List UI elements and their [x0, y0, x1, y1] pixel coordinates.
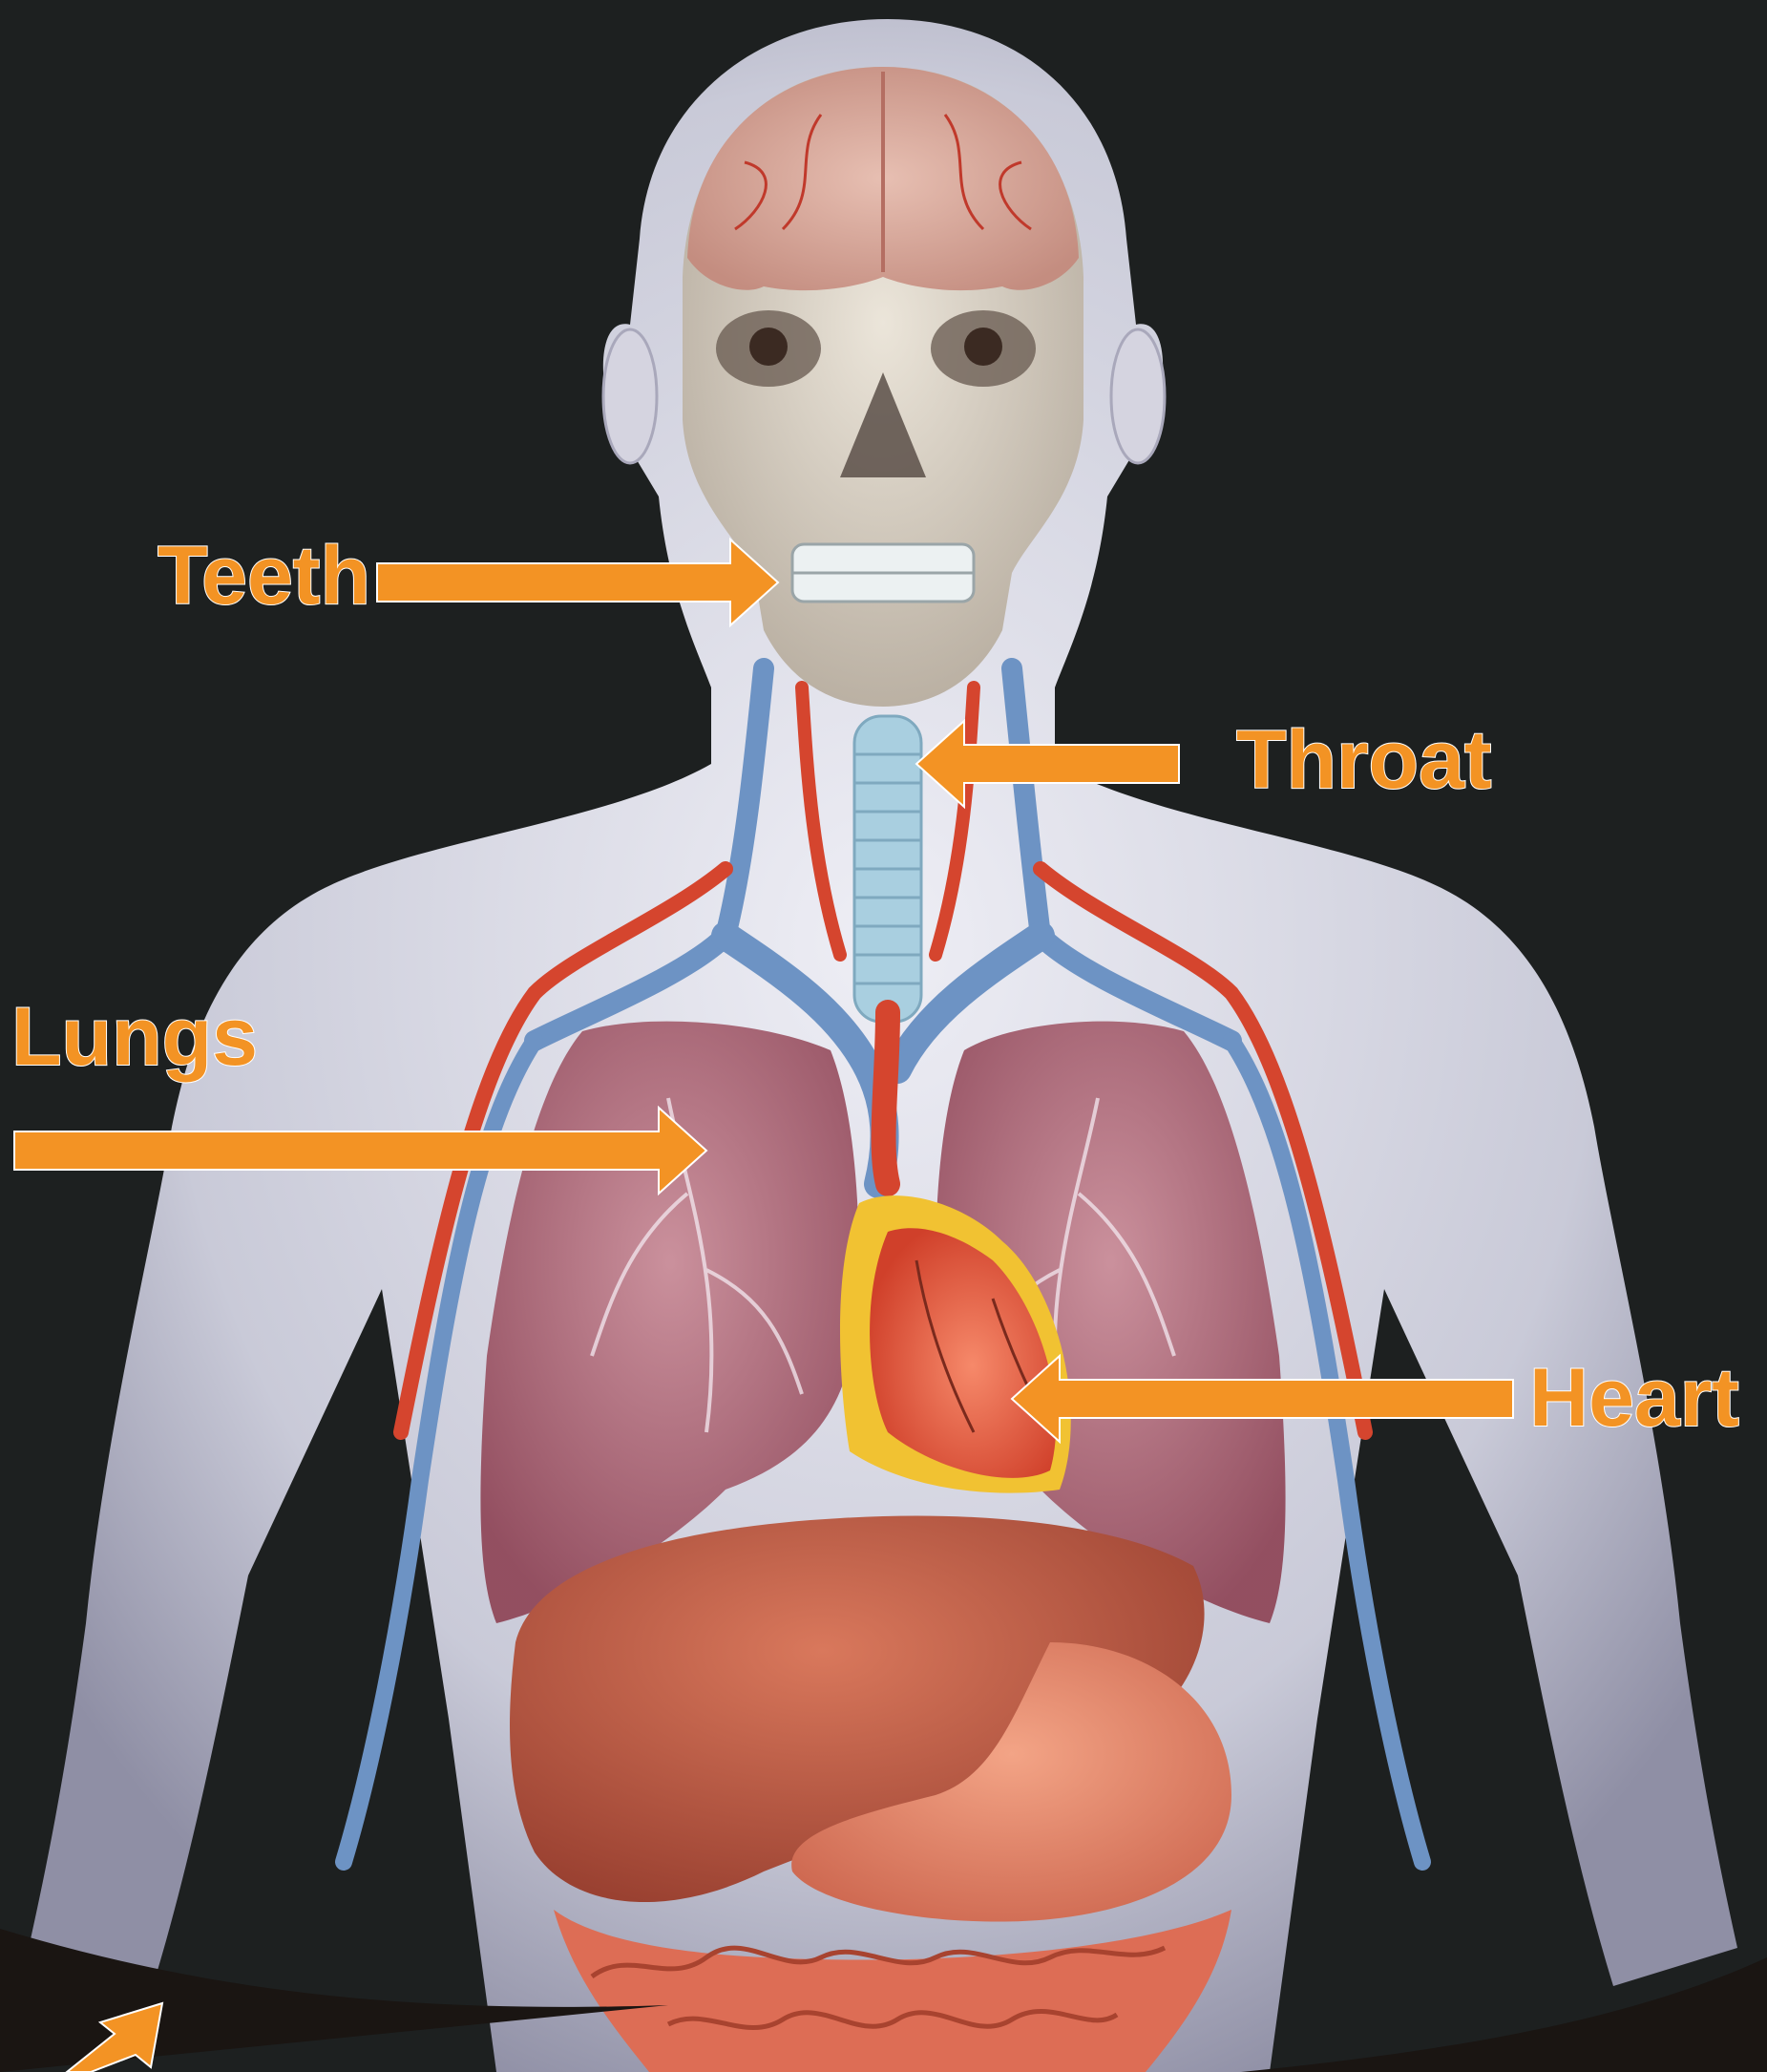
heart-label: Heart [1529, 1352, 1739, 1444]
lungs-label: Lungs [11, 991, 258, 1083]
throat-label: Throat [1236, 714, 1492, 806]
teeth-label: Teeth [158, 530, 370, 622]
right-ear [1111, 329, 1165, 463]
left-ear [603, 329, 657, 463]
trachea [854, 716, 921, 1022]
